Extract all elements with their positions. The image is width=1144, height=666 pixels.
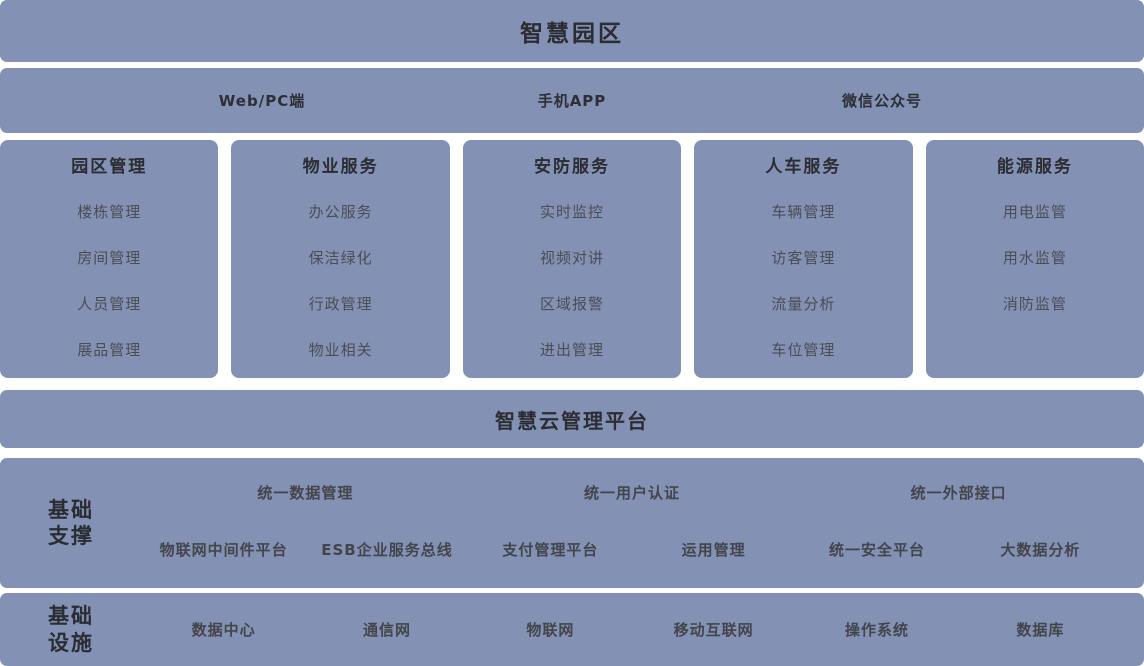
service-column-title: 安防服务	[534, 156, 611, 177]
service-item: 房间管理	[77, 248, 142, 267]
access-item-mobile-app: 手机APP	[537, 92, 607, 110]
service-column-title: 园区管理	[71, 156, 148, 177]
service-item: 访客管理	[771, 248, 836, 267]
service-column-title: 人车服务	[765, 156, 842, 177]
page-title: 智慧园区	[520, 21, 624, 47]
support-item: 运用管理	[681, 541, 746, 559]
title-bar: 智慧园区	[0, 0, 1144, 62]
service-item: 消防监管	[1002, 294, 1067, 313]
support-item: 物联网中间件平台	[159, 541, 288, 559]
service-column-property-services: 物业服务 办公服务 保洁绿化 行政管理 物业相关	[231, 140, 450, 378]
service-item: 车辆管理	[771, 202, 836, 221]
infrastructure-grid: 数据中心 通信网 物联网 移动互联网 操作系统 数据库	[142, 593, 1122, 666]
infrastructure-item: 数据库	[1016, 621, 1065, 639]
service-item: 物业相关	[308, 340, 373, 359]
service-column-energy-services: 能源服务 用电监管 用水监管 消防监管	[925, 140, 1144, 378]
service-item: 展品管理	[77, 340, 142, 359]
support-item: ESB企业服务总线	[321, 541, 453, 559]
platform-bar: 智慧云管理平台	[0, 390, 1144, 448]
infrastructure-item: 数据中心	[191, 621, 256, 639]
service-column-park-management: 园区管理 楼栋管理 房间管理 人员管理 展品管理	[0, 140, 219, 378]
service-item: 办公服务	[308, 202, 373, 221]
support-item: 大数据分析	[1000, 541, 1081, 559]
support-grid: 统一数据管理 统一用户认证 统一外部接口 物联网中间件平台 ESB企业服务总线 …	[142, 458, 1122, 588]
service-column-title: 能源服务	[996, 156, 1073, 177]
service-column-title: 物业服务	[302, 156, 379, 177]
support-section-label: 基础 支撑	[0, 458, 142, 588]
access-layer-bar: Web/PC端 手机APP 微信公众号	[0, 68, 1144, 133]
infrastructure-item: 移动互联网	[673, 621, 754, 639]
service-item: 人员管理	[77, 294, 142, 313]
access-item-web-pc: Web/PC端	[218, 92, 306, 110]
access-item-wechat: 微信公众号	[841, 92, 922, 110]
infrastructure-section-label: 基础 设施	[0, 593, 142, 666]
support-item: 统一外部接口	[910, 484, 1007, 502]
infrastructure-item: 物联网	[526, 621, 575, 639]
service-item: 用水监管	[1002, 248, 1067, 267]
infrastructure-label-line1: 基础	[48, 604, 94, 629]
service-column-people-vehicle-services: 人车服务 车辆管理 访客管理 流量分析 车位管理	[694, 140, 913, 378]
support-label-line2: 支撑	[48, 524, 94, 548]
service-item: 进出管理	[540, 340, 605, 359]
service-item: 视频对讲	[540, 248, 605, 267]
support-item: 统一用户认证	[583, 484, 680, 502]
support-item: 统一数据管理	[257, 484, 354, 502]
platform-title: 智慧云管理平台	[495, 408, 649, 433]
service-column-security-services: 安防服务 实时监控 视频对讲 区域报警 进出管理	[462, 140, 682, 378]
infrastructure-item: 操作系统	[844, 621, 909, 639]
service-item: 流量分析	[771, 294, 836, 313]
infrastructure-section: 基础 设施 数据中心 通信网 物联网 移动互联网 操作系统 数据库	[0, 593, 1144, 666]
service-item: 用电监管	[1002, 202, 1067, 221]
service-item: 车位管理	[771, 340, 836, 359]
support-item: 支付管理平台	[502, 541, 599, 559]
infrastructure-item: 通信网	[362, 621, 411, 639]
service-item: 行政管理	[308, 294, 373, 313]
service-item: 保洁绿化	[308, 248, 373, 267]
support-item: 统一安全平台	[828, 541, 925, 559]
service-item: 楼栋管理	[77, 202, 142, 221]
service-columns-row: 园区管理 楼栋管理 房间管理 人员管理 展品管理 物业服务 办公服务 保洁绿化 …	[0, 140, 1144, 378]
support-label-line1: 基础	[48, 497, 94, 522]
service-item: 实时监控	[540, 202, 605, 221]
support-section: 基础 支撑 统一数据管理 统一用户认证 统一外部接口 物联网中间件平台 ESB企…	[0, 458, 1144, 588]
service-item: 区域报警	[540, 294, 605, 313]
infrastructure-label-line2: 设施	[48, 630, 94, 655]
